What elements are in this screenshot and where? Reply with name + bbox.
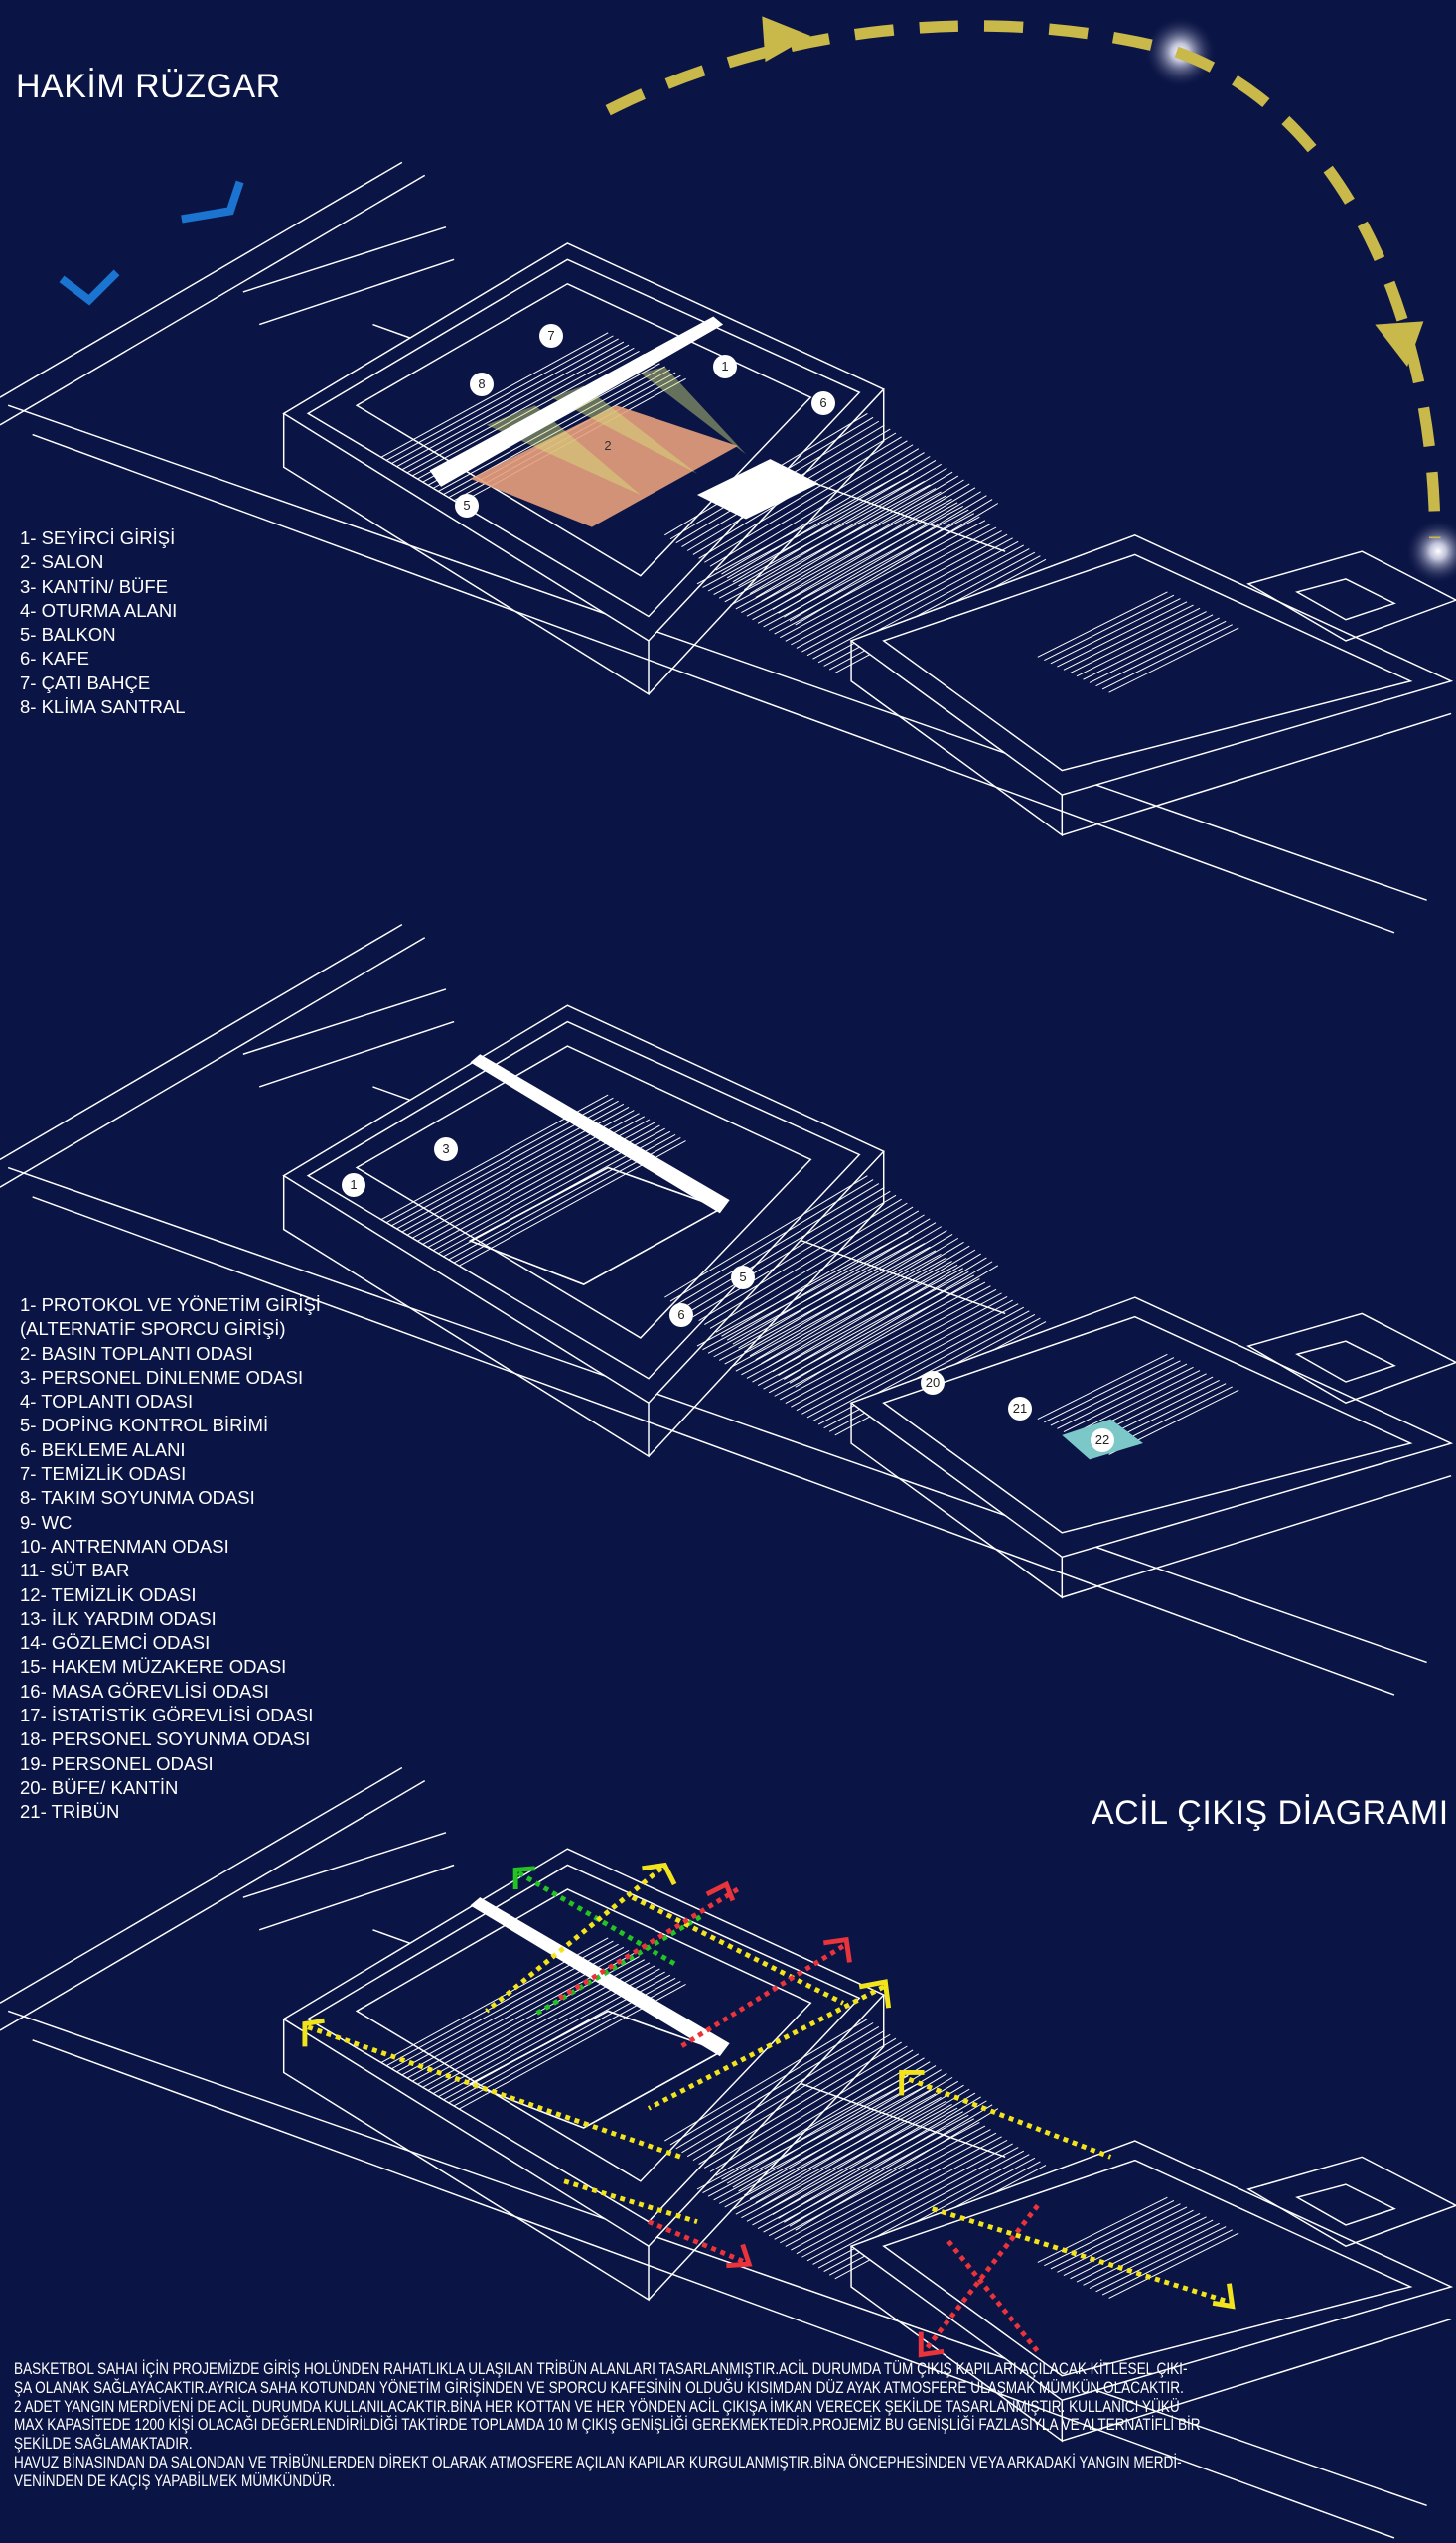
arrowhead-icon: [762, 16, 811, 63]
marker: 6: [669, 1303, 693, 1327]
exit-routes: [307, 1866, 1234, 2353]
marker: 22: [1091, 1428, 1114, 1452]
legend-item: 13- İLK YARDIM ODASI: [20, 1607, 217, 1629]
legend-item: 3- KANTİN/ BÜFE: [20, 575, 169, 597]
legend-item: 10- ANTRENMAN ODASI: [20, 1535, 229, 1557]
legend-item: 14- GÖZLEMCİ ODASI: [20, 1632, 211, 1654]
legend-item: 2- SALON: [20, 551, 104, 573]
roof-skylight: [696, 459, 819, 520]
paragraph-line: ŞA OLANAK SAĞLAYACAKTIR.AYRICA SAHA KOTU…: [14, 2377, 1184, 2397]
wind-arrow-icon: [59, 269, 120, 306]
paragraph-line: ŞEKİLDE SAĞLAMAKTADIR.: [14, 2434, 193, 2454]
arrowhead-icon: [1375, 321, 1424, 368]
legend-item: 6- KAFE: [20, 648, 89, 670]
roof-fin: [429, 316, 724, 487]
legend-item: 11- SÜT BAR: [20, 1560, 130, 1581]
legend-roof-level: 1- SEYİRCİ GİRİŞİ 2- SALON 3- KANTİN/ BÜ…: [20, 526, 186, 719]
legend-item: 17- İSTATİSTİK GÖREVLİSİ ODASI: [20, 1705, 314, 1726]
fin-middle: [470, 1054, 730, 1214]
legend-item: 16- MASA GÖREVLİSİ ODASI: [20, 1680, 269, 1702]
marker: 3: [434, 1137, 458, 1161]
legend-item: 7- ÇATI BAHÇE: [20, 672, 151, 693]
marker: 8: [470, 373, 494, 396]
emergency-exit-title: ACİL ÇIKIŞ DİAGRAMI: [1092, 1794, 1449, 1832]
legend-ground-level: 1- PROTOKOL VE YÖNETİM GİRİŞİ (ALTERNATİF…: [20, 1293, 321, 1825]
legend-item: 21- TRİBÜN: [20, 1801, 120, 1823]
legend-item: 8- KLİMA SANTRAL: [20, 696, 186, 718]
legend-item: 19- PERSONEL ODASI: [20, 1752, 214, 1774]
legend-item: 7- TEMİZLİK ODASI: [20, 1463, 187, 1485]
marker: 2: [604, 438, 612, 453]
paragraph-line: BASKETBOL SAHAI İÇİN PROJEMİZDE GİRİŞ HO…: [14, 2359, 1188, 2378]
marker: 21: [1008, 1397, 1032, 1421]
marker: 1: [713, 355, 737, 378]
legend-item: (ALTERNATİF SPORCU GİRİŞİ): [20, 1318, 286, 1340]
legend-item: 2- BASIN TOPLANTI ODASI: [20, 1342, 253, 1364]
legend-item: 5- BALKON: [20, 624, 116, 646]
building-roof-level: [0, 161, 1456, 934]
paragraph-line: 2 ADET YANGIN MERDİVENİ DE ACİL DURUMDA …: [14, 2396, 1180, 2416]
legend-item: 1- SEYİRCİ GİRİŞİ: [20, 527, 176, 548]
emergency-description: BASKETBOL SAHAI İÇİN PROJEMİZDE GİRİŞ HO…: [14, 2359, 1444, 2491]
legend-item: 3- PERSONEL DİNLENME ODASI: [20, 1366, 304, 1388]
marker: 5: [455, 494, 479, 518]
sun-glow: [1405, 519, 1456, 584]
legend-item: 6- BEKLEME ALANI: [20, 1438, 186, 1460]
legend-item: 15- HAKEM MÜZAKERE ODASI: [20, 1656, 287, 1678]
wind-arrow-icon: [181, 180, 244, 224]
paragraph-line: MAX KAPASİTEDE 1200 KİŞİ OLACAĞI DEĞERLE…: [14, 2415, 1201, 2435]
marker: 7: [539, 324, 563, 348]
marker: 1: [342, 1173, 365, 1197]
legend-item: 4- OTURMA ALANI: [20, 599, 178, 621]
legend-item: 8- TAKIM SOYUNMA ODASI: [20, 1487, 255, 1509]
legend-item: 20- BÜFE/ KANTİN: [20, 1776, 179, 1798]
paragraph-line: HAVUZ BİNASINDAN DA SALONDAN VE TRİBÜNLE…: [14, 2452, 1182, 2471]
legend-item: 12- TEMİZLİK ODASI: [20, 1583, 197, 1605]
legend-item: 5- DOPİNG KONTROL BİRİMİ: [20, 1415, 269, 1436]
paragraph-line: VENİNDEN DE KAÇIŞ YAPABİLMEK MÜMKÜNDÜR.: [14, 2470, 336, 2490]
court-roof: [470, 405, 738, 527]
legend-item: 1- PROTOKOL VE YÖNETİM GİRİŞİ: [20, 1294, 321, 1315]
marker: 6: [811, 391, 835, 415]
legend-item: 18- PERSONEL SOYUNMA ODASI: [20, 1728, 311, 1750]
marker: 5: [731, 1266, 755, 1289]
legend-item: 4- TOPLANTI ODASI: [20, 1391, 194, 1413]
exit-arrowheads: [302, 1862, 1236, 2358]
wind-title: HAKİM RÜZGAR: [16, 68, 281, 105]
legend-item: 9- WC: [20, 1511, 73, 1533]
marker: 20: [921, 1371, 945, 1395]
